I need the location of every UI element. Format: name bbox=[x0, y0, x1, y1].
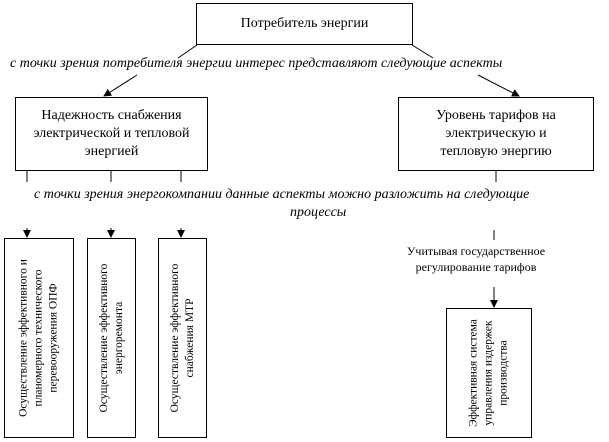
connector-line bbox=[411, 44, 434, 59]
arrow bbox=[103, 74, 138, 97]
process-box-mtr: Осуществление эффективного снабжения МТР bbox=[158, 238, 207, 438]
energy-consumer-title: Потребитель энергии bbox=[240, 16, 369, 31]
process-label: Эффективная система управления издержек … bbox=[467, 319, 510, 427]
process-box-opf: Осуществление эффективного и планомерног… bbox=[4, 238, 74, 438]
company-view-label-line2: процессы bbox=[290, 205, 347, 220]
tariff-level-label: Уровень тарифов на электрическую и тепло… bbox=[436, 108, 556, 159]
process-box-repair: Осуществление эффективного энергоремонта bbox=[87, 238, 136, 438]
energy-consumer-box: Потребитель энергии bbox=[196, 3, 413, 45]
tariff-level-box: Уровень тарифов на электрическую и тепло… bbox=[398, 97, 594, 171]
process-label: Осуществление эффективного и планомерног… bbox=[17, 259, 60, 417]
reliability-box: Надежность снабжения электрической и теп… bbox=[15, 97, 208, 171]
process-label: Осуществление эффективного снабжения МТР bbox=[168, 263, 196, 413]
connector-line bbox=[177, 44, 198, 59]
regulation-label: Учитывая государственное регулирование т… bbox=[406, 244, 546, 274]
consumer-view-label: с точки зрения потребителя энергии интер… bbox=[10, 56, 503, 71]
company-view-label-line1: с точки зрения энергокомпании данные асп… bbox=[34, 187, 530, 202]
process-label: Осуществление эффективного энергоремонта bbox=[97, 263, 125, 413]
process-box-cost-management: Эффективная система управления издержек … bbox=[446, 308, 532, 438]
arrow bbox=[477, 74, 520, 97]
reliability-label: Надежность снабжения электрической и теп… bbox=[33, 108, 190, 159]
